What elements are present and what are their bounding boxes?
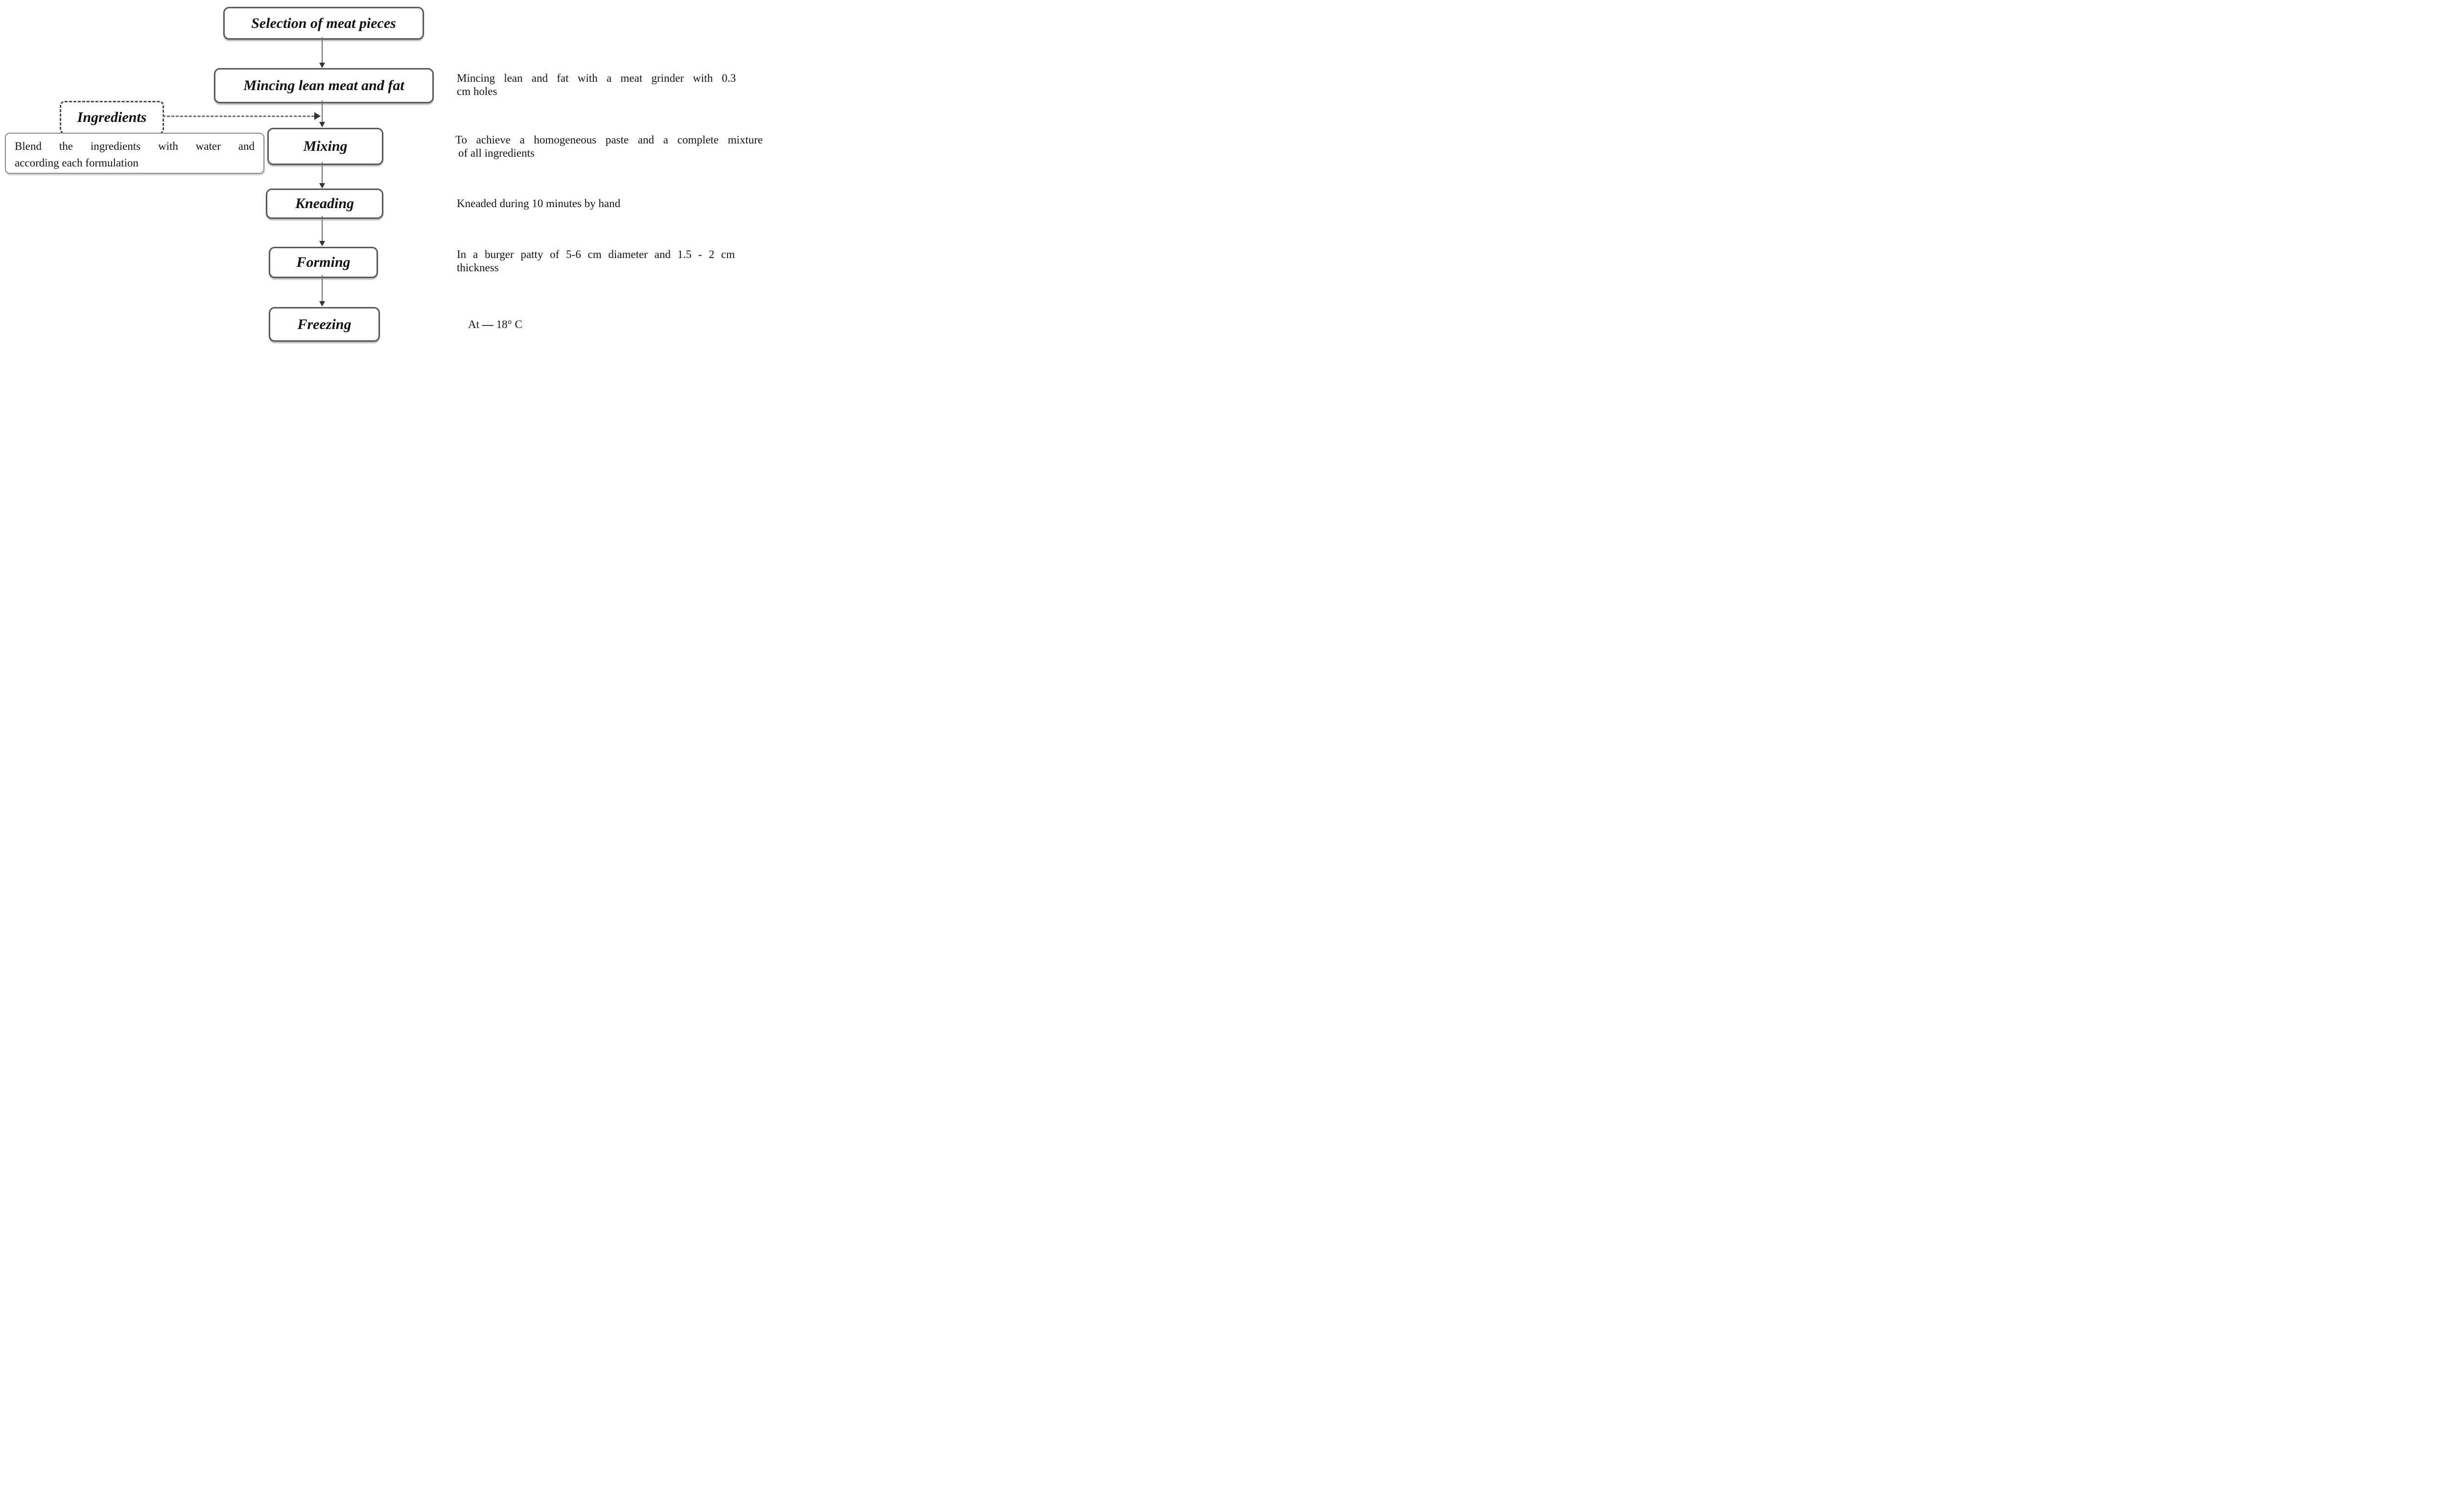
note-kneading: Kneaded during 10 minutes by hand bbox=[457, 197, 760, 210]
arrow-line-kneading-to-forming bbox=[322, 216, 323, 242]
step-label-mixing: Mixing bbox=[303, 138, 348, 154]
flowchart-canvas: Selection of meat pieces Mincing lean me… bbox=[0, 0, 768, 345]
arrowhead-right-icon-ingredients bbox=[314, 112, 321, 120]
step-label-mincing: Mincing lean meat and fat bbox=[243, 77, 404, 94]
ingredients-label: Ingredients bbox=[77, 109, 147, 125]
dashed-connector-ingredients-to-mixing bbox=[163, 116, 314, 117]
note-mixing-line2: of all ingredients bbox=[458, 147, 535, 159]
ingredients-box: Ingredients bbox=[60, 101, 164, 134]
note-mixing-line1: To achieve a homogeneous paste and a com… bbox=[455, 134, 763, 146]
note-forming-line2: thickness bbox=[457, 261, 499, 274]
note-freezing-temperature: 18° C bbox=[493, 318, 522, 331]
note-mixing: To achieve a homogeneous paste and a com… bbox=[455, 133, 763, 160]
note-forming: In a burger patty of 5-6 cm diameter and… bbox=[457, 248, 735, 274]
arrow-line-forming-to-freezing bbox=[322, 275, 323, 302]
blend-note-box: Blend the ingredients with water and acc… bbox=[5, 133, 264, 174]
step-box-mixing: Mixing bbox=[267, 128, 383, 165]
step-box-forming: Forming bbox=[269, 247, 378, 278]
arrowhead-down-icon-mixing bbox=[319, 122, 325, 127]
arrowhead-down-icon-mincing bbox=[319, 63, 325, 68]
note-kneading-line1: Kneaded during 10 minutes by hand bbox=[457, 197, 621, 210]
step-box-mincing: Mincing lean meat and fat bbox=[214, 68, 434, 103]
blend-note-line2: according each formulation bbox=[15, 157, 139, 169]
step-label-selection: Selection of meat pieces bbox=[251, 15, 396, 31]
note-mincing-line2: cm holes bbox=[457, 85, 497, 97]
arrow-line-mixing-to-kneading bbox=[322, 162, 323, 184]
step-box-selection: Selection of meat pieces bbox=[223, 7, 424, 40]
arrowhead-down-icon-kneading bbox=[319, 183, 325, 189]
note-freezing-prefix: At bbox=[468, 318, 482, 331]
note-freezing-minus-dash: — bbox=[482, 318, 494, 331]
note-freezing: At — 18° C bbox=[468, 318, 664, 331]
arrow-line-mincing-to-mixing bbox=[322, 100, 323, 122]
step-label-forming: Forming bbox=[296, 254, 351, 270]
step-box-freezing: Freezing bbox=[269, 307, 380, 342]
note-forming-line1: In a burger patty of 5-6 cm diameter and… bbox=[457, 248, 735, 260]
step-box-kneading: Kneading bbox=[266, 189, 383, 219]
note-mincing: Mincing lean and fat with a meat grinder… bbox=[457, 71, 736, 98]
step-label-kneading: Kneading bbox=[295, 195, 354, 212]
blend-note-line1: Blend the ingredients with water and bbox=[15, 140, 255, 152]
arrowhead-down-icon-forming bbox=[319, 241, 325, 246]
arrowhead-down-icon-freezing bbox=[319, 301, 325, 307]
note-mincing-line1: Mincing lean and fat with a meat grinder… bbox=[457, 72, 736, 84]
step-label-freezing: Freezing bbox=[297, 316, 352, 332]
arrow-line-selection-to-mincing bbox=[322, 37, 323, 63]
